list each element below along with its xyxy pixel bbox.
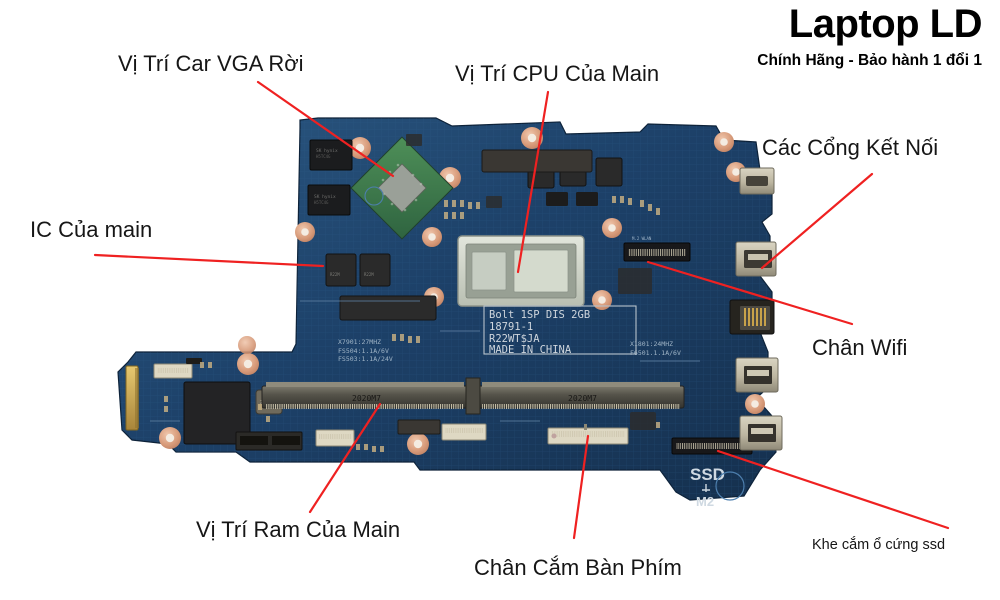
callout-label-cpu: Vị Trí CPU Của Main <box>455 61 660 86</box>
silkscreen-model-block: Bolt 1SP DIS 2GB 18791-1 R22WT$JA MADE I… <box>483 305 637 356</box>
callout-label-ports: Các Cổng Kết Nối <box>762 135 939 160</box>
callout-label-wifi: Chân Wifi <box>812 335 908 360</box>
callout-label-vga: Vị Trí Car VGA Rời <box>118 51 304 76</box>
ram-slot-right-silk: 2020M7 <box>568 394 597 403</box>
svg-text:R22M: R22M <box>364 272 374 277</box>
ssd-format-silk-label: M2 <box>696 494 714 509</box>
ssd-silk-label: SSD <box>690 465 725 484</box>
silk-line-4: MADE IN CHINA <box>489 344 572 356</box>
svg-text:R22M: R22M <box>330 272 340 277</box>
silk-line-1: Bolt 1SP DIS 2GB <box>489 309 590 321</box>
ram-slot-left-silk: 2020M7 <box>352 394 381 403</box>
silk-line-3: R22WT$JA <box>489 333 540 345</box>
cpu-package <box>457 235 585 307</box>
svg-text:H5TC4G: H5TC4G <box>314 200 329 205</box>
callout-label-ic: IC Của main <box>30 217 153 242</box>
brand-title: Laptop LD <box>788 2 983 46</box>
callout-label-ram: Vị Trí Ram Của Main <box>196 517 401 542</box>
callout-label-ssd: Khe cắm ổ cứng ssd <box>812 537 946 553</box>
silk-xtal: X1801:24MHZ <box>630 340 673 348</box>
callout-label-keyboard: Chân Cắm Bàn Phím <box>474 555 682 580</box>
svg-text:M.2 WLAN: M.2 WLAN <box>632 236 652 241</box>
silk-clock: X7901:27MHZ <box>338 338 381 346</box>
brand-subtitle: Chính Hãng - Bảo hành 1 đổi 1 <box>757 52 982 69</box>
svg-text:SK hynix: SK hynix <box>314 194 336 200</box>
svg-text:H5TC4G: H5TC4G <box>316 154 331 159</box>
smd-components <box>150 134 700 452</box>
silk-fuse-2: FS503:1.1A/24V <box>338 355 393 363</box>
silk-fuse-3: F6501.1.1A/6V <box>630 349 681 357</box>
ram-slots: 2020M7 2020M7 <box>261 377 685 415</box>
silkscreen-misc: X7901:27MHZ FS504:1.1A/6V FS503:1.1A/24V… <box>338 338 681 363</box>
silk-fuse-1: FS504:1.1A/6V <box>338 347 389 355</box>
silk-line-2: 18791-1 <box>489 321 533 333</box>
